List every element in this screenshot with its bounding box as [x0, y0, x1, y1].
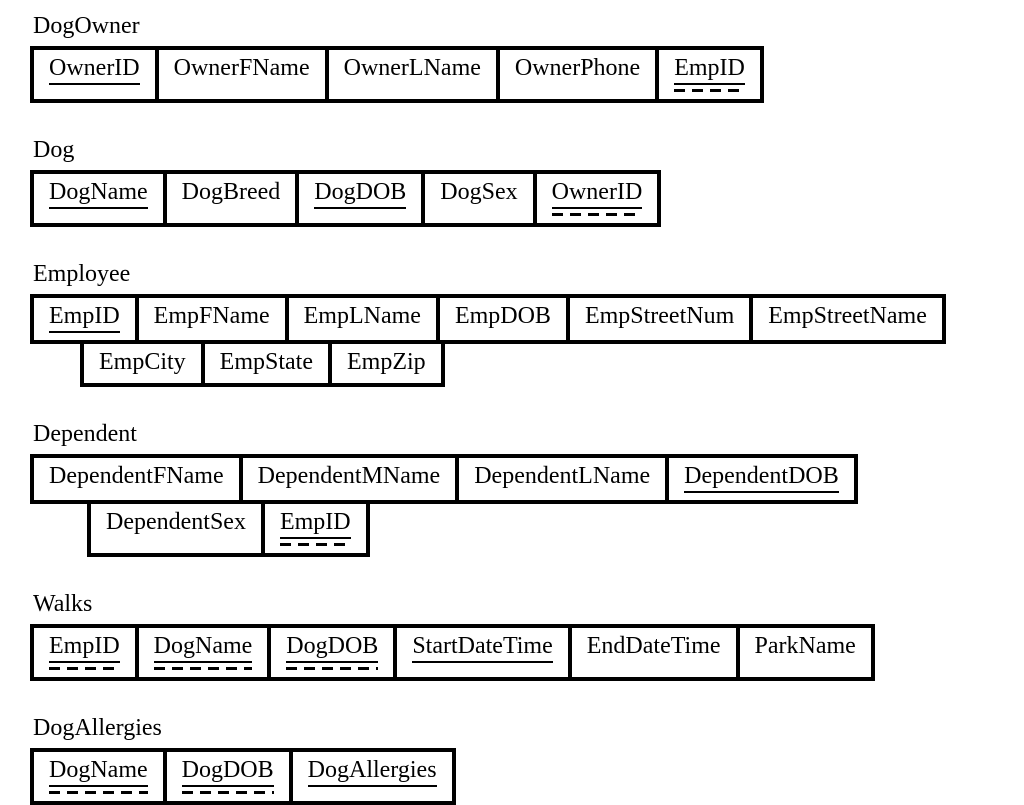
attribute-label: EmpID — [49, 302, 120, 333]
attr-cell-dependentfname: DependentFName — [32, 456, 241, 502]
relation-row: EmpID EmpFName EmpLName EmpDOB EmpStreet… — [30, 294, 946, 344]
attribute-label: EmpDOB — [454, 303, 551, 329]
relation-row: EmpID DogName DogDOB StartDateTime EndDa… — [30, 624, 875, 681]
attribute-label: EmpLName — [303, 303, 421, 329]
attr-cell-dogdob: DogDOB — [269, 626, 396, 679]
attribute-label: EmpZip — [347, 349, 426, 375]
relation-dogowner: DogOwner OwnerID OwnerFName OwnerLName O… — [30, 12, 1024, 103]
relation-row: DependentFName DependentMName DependentL… — [30, 454, 858, 504]
attr-cell-dogbreed: DogBreed — [164, 172, 298, 225]
attr-cell-empid: EmpID — [32, 296, 137, 342]
attribute-label: DogAllergies — [307, 756, 437, 787]
attribute-label: EmpStreetNum — [584, 303, 735, 329]
relation-title: Dependent — [33, 421, 137, 447]
attr-cell-startdatetime: StartDateTime — [395, 626, 570, 679]
attr-cell-ownerid: OwnerID — [32, 48, 157, 101]
attr-cell-empid: EmpID — [32, 626, 137, 679]
attribute-label: EmpID — [674, 54, 745, 92]
relation-row: OwnerID OwnerFName OwnerLName OwnerPhone… — [30, 46, 764, 103]
attribute-label: DogDOB — [286, 632, 379, 670]
relation-dog: Dog DogName DogBreed DogDOB DogSex Owner… — [30, 136, 1024, 227]
attribute-label: DogDOB — [181, 756, 274, 794]
attr-cell-ownerid: OwnerID — [534, 172, 660, 225]
relation-row-continued: EmpCity EmpState EmpZip — [80, 340, 445, 387]
attr-cell-parkname: ParkName — [737, 626, 873, 679]
attribute-label: OwnerID — [551, 178, 643, 216]
attribute-label: EmpID — [49, 632, 120, 670]
relation-employee: Employee EmpID EmpFName EmpLName EmpDOB … — [30, 260, 1024, 387]
attr-cell-dependentmname: DependentMName — [240, 456, 458, 502]
attr-cell-empstreetname: EmpStreetName — [751, 296, 944, 342]
attr-cell-empcity: EmpCity — [82, 342, 203, 385]
relation-dependent: Dependent DependentFName DependentMName … — [30, 420, 1024, 557]
attr-cell-empdob: EmpDOB — [437, 296, 568, 342]
attribute-label: EmpStreetName — [768, 303, 927, 329]
attribute-label: EmpFName — [153, 303, 270, 329]
attribute-label: DogDOB — [314, 178, 407, 209]
attr-cell-ownerfname: OwnerFName — [156, 48, 327, 101]
attribute-label: DependentDOB — [684, 462, 839, 493]
attribute-label: DogName — [49, 178, 148, 209]
relation-title: Walks — [33, 591, 93, 617]
attribute-label: ParkName — [754, 633, 856, 659]
attr-cell-dependentdob: DependentDOB — [667, 456, 856, 502]
relation-dogallergies: DogAllergies DogName DogDOB DogAllergies — [30, 714, 1024, 805]
attribute-label: DogName — [153, 632, 253, 670]
attribute-label: DependentMName — [257, 463, 441, 489]
attr-cell-emplname: EmpLName — [286, 296, 438, 342]
relation-title: Dog — [33, 137, 75, 163]
attr-cell-dogdob: DogDOB — [297, 172, 424, 225]
attr-cell-ownerlname: OwnerLName — [326, 48, 498, 101]
attribute-label: OwnerID — [49, 54, 140, 85]
attr-cell-dogname: DogName — [32, 750, 165, 803]
attribute-label: DogName — [49, 756, 148, 794]
attribute-label: EmpState — [219, 349, 313, 375]
attr-cell-dogsex: DogSex — [423, 172, 535, 225]
attribute-label: DependentFName — [49, 463, 224, 489]
attribute-label: EmpCity — [99, 349, 186, 375]
attr-cell-dogname: DogName — [32, 172, 165, 225]
attr-cell-enddatetime: EndDateTime — [569, 626, 738, 679]
relation-row: DogName DogDOB DogAllergies — [30, 748, 456, 805]
relation-title: DogOwner — [33, 13, 140, 39]
relation-title: DogAllergies — [33, 715, 162, 741]
attribute-label: DependentSex — [106, 509, 246, 535]
relation-walks: Walks EmpID DogName DogDOB StartDateTime… — [30, 590, 1024, 681]
attr-cell-empid: EmpID — [262, 502, 368, 555]
relation-row-continued: DependentSex EmpID — [87, 500, 370, 557]
attribute-label: DependentLName — [474, 463, 651, 489]
attr-cell-dependentsex: DependentSex — [89, 502, 263, 555]
schema-diagram-page: { "colors": { "text": "#000000", "backgr… — [30, 12, 1024, 805]
attribute-label: DogSex — [440, 179, 518, 205]
attribute-label: OwnerLName — [343, 55, 481, 81]
attribute-label: StartDateTime — [412, 632, 553, 663]
attribute-label: EndDateTime — [586, 633, 721, 659]
attr-cell-dogdob: DogDOB — [164, 750, 291, 803]
attribute-label: DogBreed — [181, 179, 281, 205]
attr-cell-empzip: EmpZip — [330, 342, 443, 385]
attr-cell-empstate: EmpState — [202, 342, 330, 385]
attr-cell-empid: EmpID — [657, 48, 762, 101]
attribute-label: OwnerPhone — [514, 55, 641, 81]
attribute-label: EmpID — [279, 508, 351, 546]
attr-cell-dogallergies: DogAllergies — [290, 750, 454, 803]
attr-cell-empfname: EmpFName — [136, 296, 287, 342]
attr-cell-empstreetnum: EmpStreetNum — [567, 296, 752, 342]
attr-cell-ownerphone: OwnerPhone — [497, 48, 658, 101]
attr-cell-dogname: DogName — [136, 626, 270, 679]
relation-title: Employee — [33, 261, 131, 287]
attr-cell-dependentlname: DependentLName — [457, 456, 668, 502]
relation-row: DogName DogBreed DogDOB DogSex OwnerID — [30, 170, 662, 227]
attribute-label: OwnerFName — [173, 55, 310, 81]
